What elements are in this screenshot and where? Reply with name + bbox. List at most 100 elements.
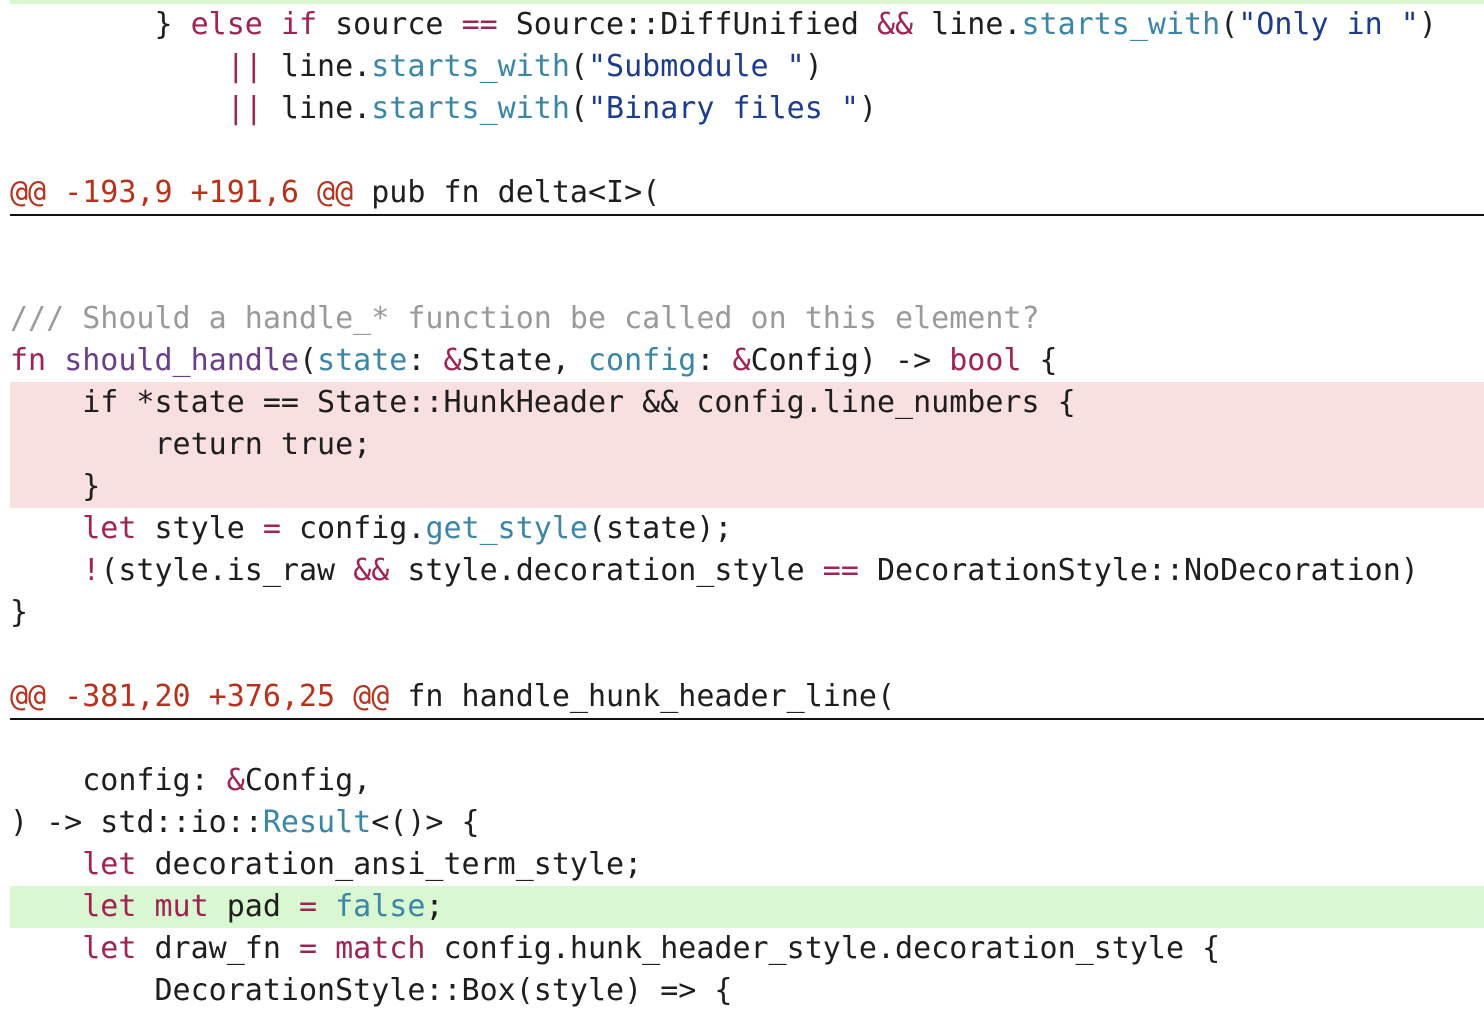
code-token: (state); [588, 511, 733, 546]
code-token: let [82, 511, 137, 546]
code-token: && [353, 553, 390, 588]
code-token: ; [425, 889, 444, 924]
code-token: starts_with [1021, 7, 1221, 42]
code-token: == [461, 7, 498, 42]
code-token: ( [1220, 7, 1239, 42]
code-token: Config) -> [750, 343, 950, 378]
context-line[interactable]: let draw_fn = match config.hunk_header_s… [10, 928, 1484, 970]
code-token: Config, [244, 763, 372, 798]
code-token: pub fn delta<I>( [353, 175, 661, 210]
code-token: Result [262, 805, 372, 840]
context-line[interactable]: DecorationStyle::Box(style) => { [10, 970, 1484, 1012]
code-token [10, 553, 82, 588]
code-token: false [335, 889, 426, 924]
code-token: DecorationStyle::NoDecoration) [858, 553, 1419, 588]
code-token: & [443, 343, 462, 378]
code-token: ( [569, 49, 588, 84]
context-line[interactable]: let style = config.get_style(state); [10, 508, 1484, 550]
code-token: if *state == State::HunkHeader && config… [10, 385, 1076, 420]
code-token [136, 889, 154, 924]
code-token: == [822, 553, 859, 588]
code-token: Source::DiffUnified [497, 7, 877, 42]
code-token: starts_with [371, 49, 570, 84]
code-token: line. [262, 49, 372, 84]
context-line[interactable]: /// Should a handle_* function be called… [10, 298, 1484, 340]
code-token: = [299, 931, 318, 966]
hunk-header[interactable]: @@ -381,20 +376,25 @@ fn handle_hunk_hea… [10, 676, 1484, 718]
code-token: pad [208, 889, 299, 924]
code-token [10, 847, 82, 882]
code-token: state [317, 343, 408, 378]
code-token: config [588, 343, 697, 378]
code-token: fn handle_hunk_header_line( [389, 679, 896, 714]
code-token: || [226, 91, 263, 126]
code-token [10, 91, 227, 126]
code-token: starts_with [371, 91, 570, 126]
code-token: : [407, 343, 444, 378]
code-token: } [10, 469, 101, 504]
code-token: ) [804, 49, 823, 84]
code-token: config. [280, 511, 426, 546]
code-token: (style.is_raw [100, 553, 354, 588]
code-token: get_style [425, 511, 588, 546]
code-token: @@ -193,9 +191,6 @@ [10, 175, 354, 210]
context-line[interactable]: || line.starts_with("Binary files ") [10, 88, 1484, 130]
code-token: || [226, 49, 263, 84]
code-token: draw_fn [136, 931, 299, 966]
code-token [10, 889, 82, 924]
code-token: return true; [10, 427, 372, 462]
code-token: ( [299, 343, 318, 378]
code-token: "Binary files " [588, 91, 859, 126]
code-token: "Submodule " [588, 49, 805, 84]
code-token [46, 343, 64, 378]
code-token: } [10, 7, 191, 42]
code-token: fn [10, 343, 47, 378]
code-token: mut [154, 889, 209, 924]
added-line[interactable]: let mut pad = false; [10, 886, 1484, 928]
code-token: "Only in " [1238, 7, 1419, 42]
added-line-strip [10, 0, 1484, 4]
code-token: match [335, 931, 426, 966]
context-line[interactable]: } else if source == Source::DiffUnified … [10, 4, 1484, 46]
code-token: source [317, 7, 462, 42]
code-token: ) -> std::io:: [10, 805, 263, 840]
code-token: @@ -381,20 +376,25 @@ [10, 679, 390, 714]
code-token: let [82, 847, 137, 882]
context-line[interactable]: || line.starts_with("Submodule ") [10, 46, 1484, 88]
code-token: ( [569, 91, 588, 126]
code-token: ! [82, 553, 101, 588]
context-line[interactable]: let decoration_ansi_term_style; [10, 844, 1484, 886]
context-line[interactable]: fn should_handle(state: &State, config: … [10, 340, 1484, 382]
diff-view[interactable]: } else if source == Source::DiffUnified … [10, 4, 1484, 1012]
code-token [10, 49, 227, 84]
blank-line[interactable] [10, 130, 1484, 172]
code-token: config.hunk_header_style.decoration_styl… [425, 931, 1221, 966]
code-token: ) [1418, 7, 1437, 42]
hunk-header[interactable]: @@ -193,9 +191,6 @@ pub fn delta<I>( [10, 172, 1484, 214]
hunk-divider [10, 718, 1484, 760]
hunk-divider [10, 214, 1484, 256]
context-line[interactable]: } [10, 592, 1484, 634]
code-token [10, 931, 82, 966]
removed-line[interactable]: if *state == State::HunkHeader && config… [10, 382, 1484, 424]
code-token: & [732, 343, 751, 378]
code-token [317, 931, 335, 966]
context-line[interactable]: !(style.is_raw && style.decoration_style… [10, 550, 1484, 592]
code-token: line. [913, 7, 1022, 42]
code-token: <()> { [371, 805, 480, 840]
code-token: && [876, 7, 914, 42]
blank-line[interactable] [10, 256, 1484, 298]
code-token: & [226, 763, 245, 798]
blank-line[interactable] [10, 634, 1484, 676]
code-token: let [82, 889, 137, 924]
code-token: line. [262, 91, 372, 126]
code-token: style.decoration_style [389, 553, 823, 588]
code-token: : [696, 343, 733, 378]
removed-line[interactable]: return true; [10, 424, 1484, 466]
context-line[interactable]: ) -> std::io::Result<()> { [10, 802, 1484, 844]
code-token: style [136, 511, 263, 546]
removed-line[interactable]: } [10, 466, 1484, 508]
code-token: { [1021, 343, 1058, 378]
code-token: State, [461, 343, 588, 378]
context-line[interactable]: config: &Config, [10, 760, 1484, 802]
